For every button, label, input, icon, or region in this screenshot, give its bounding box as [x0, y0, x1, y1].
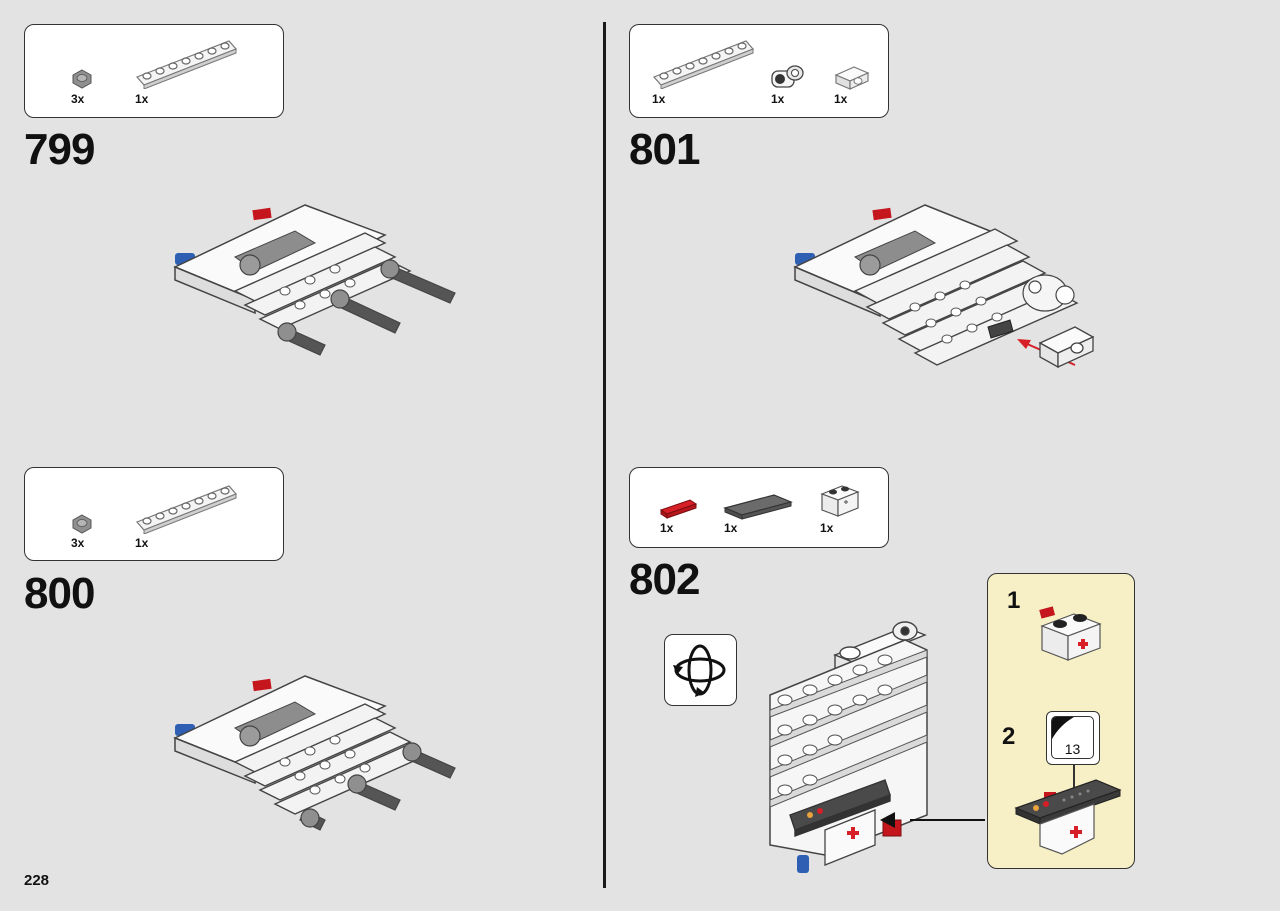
part-qty: 3x: [71, 92, 85, 106]
white-connector-block-icon: [834, 66, 870, 90]
page-number: 228: [24, 872, 50, 889]
parts-list-801: 1x 1x 1x: [629, 24, 889, 118]
part-qty: 1x: [135, 92, 149, 106]
parts-list-800: 3x 1x: [24, 467, 284, 561]
sticker-reference: 13: [1046, 711, 1100, 765]
white-beam-icon: [135, 40, 238, 89]
part-qty: 3x: [71, 536, 85, 550]
red-plate-icon: [659, 499, 698, 519]
parts-list-802: 1x 1x 1x: [629, 467, 889, 548]
substep-callout: 1 2 13: [987, 573, 1135, 869]
step-number: 799: [24, 125, 95, 174]
part-qty: 1x: [724, 521, 738, 535]
pin-connector-icon: [771, 65, 804, 88]
model-assembly-801: [793, 204, 1095, 369]
page-divider: [603, 22, 606, 888]
part-qty: 1x: [834, 92, 848, 106]
model-assembly-802: [769, 621, 985, 873]
model-assembly-799: [173, 204, 456, 356]
rotate-icon: [673, 644, 726, 697]
part-qty: 1x: [660, 521, 674, 535]
part-qty: 1x: [771, 92, 785, 106]
model-assembly-800: [173, 675, 456, 831]
sticker-pointer-line: [1073, 765, 1075, 795]
white-beam-icon: [652, 40, 755, 89]
white-brick-icon: [820, 485, 860, 517]
part-qty: 1x: [820, 521, 834, 535]
step-number: 802: [629, 555, 700, 604]
dark-tile-icon: [723, 494, 793, 520]
parts-list-799: 3x 1x: [24, 24, 284, 118]
rotate-model-indicator: [664, 634, 737, 706]
substep-number: 1: [1007, 587, 1021, 614]
sticker-number: 13: [1064, 741, 1081, 757]
substep-2-model: [1014, 779, 1122, 855]
step-number: 801: [629, 125, 700, 174]
part-qty: 1x: [135, 536, 149, 550]
substep-number: 2: [1002, 723, 1016, 750]
sticker-icon: 13: [1051, 716, 1094, 759]
gray-connector-icon: [72, 514, 92, 534]
substep-1-model: [1039, 606, 1102, 661]
step-number: 800: [24, 569, 95, 618]
white-beam-icon: [135, 485, 238, 534]
part-qty: 1x: [652, 92, 666, 106]
gray-connector-icon: [72, 69, 92, 89]
